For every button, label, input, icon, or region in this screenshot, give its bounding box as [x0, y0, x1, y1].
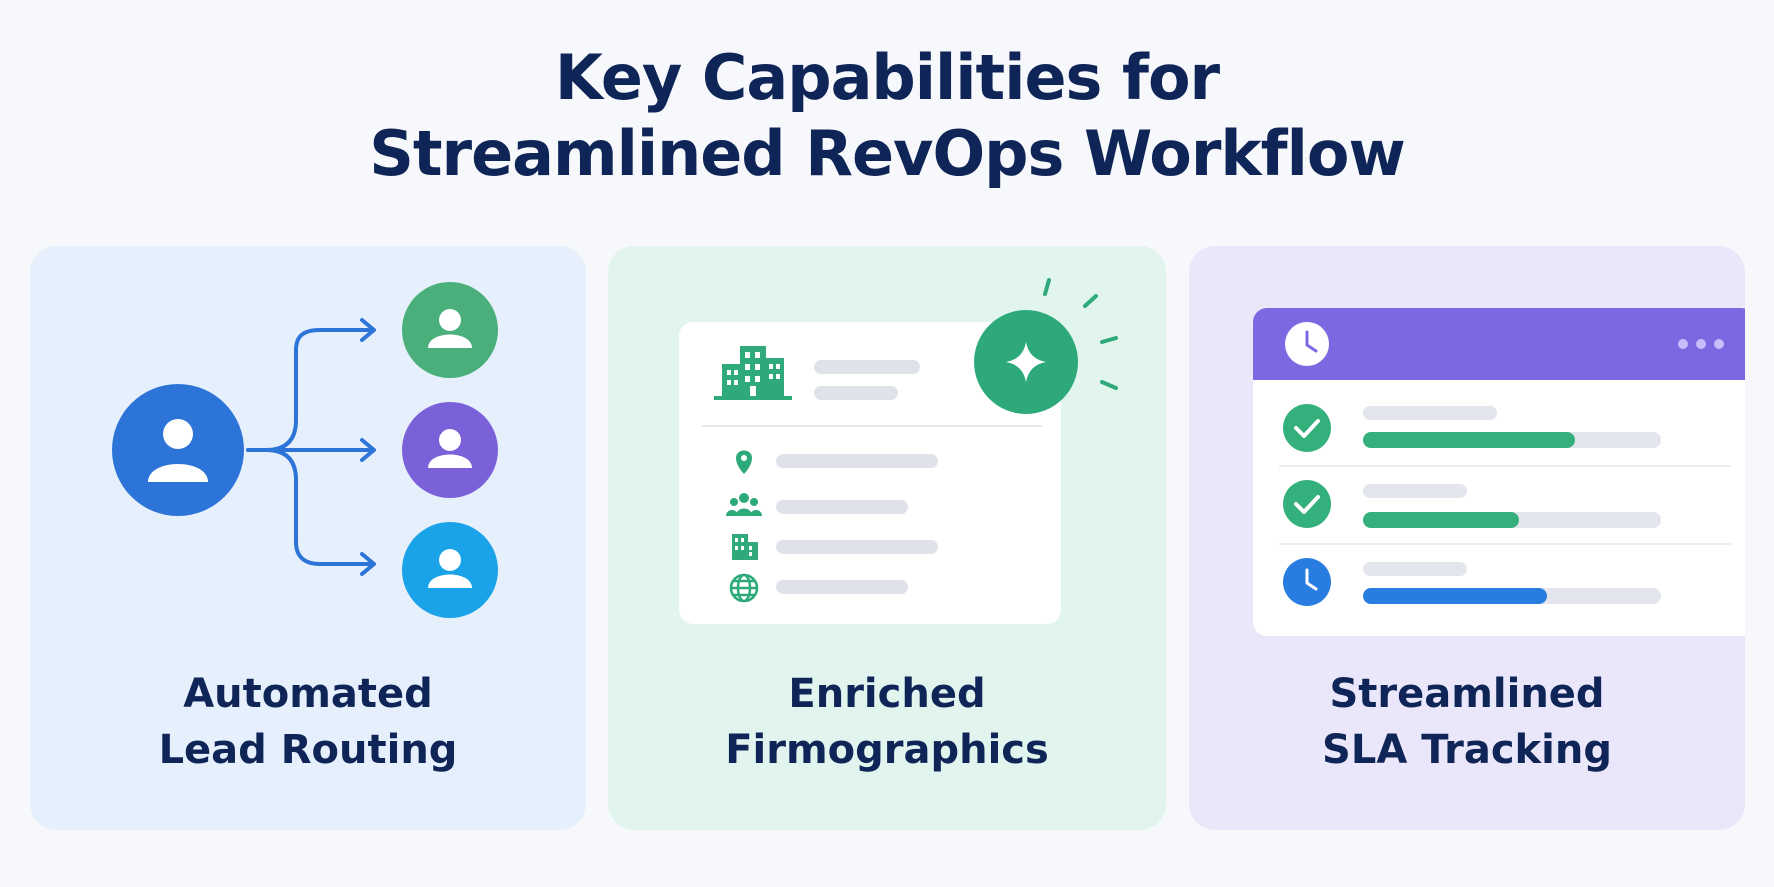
title-line-2: Streamlined RevOps Workflow — [369, 117, 1405, 190]
source-user-icon — [112, 384, 244, 516]
sla-progress-2 — [1363, 512, 1519, 528]
clock-icon — [1285, 322, 1329, 366]
more-dots-icon — [1678, 339, 1724, 349]
card-label: Enriched Firmographics — [608, 666, 1166, 778]
check-icon — [1283, 480, 1331, 528]
title-line-1: Key Capabilities for — [554, 41, 1220, 114]
arrow-icon — [264, 448, 374, 566]
card-lead-routing: Automated Lead Routing — [30, 246, 586, 830]
lead-routing-illustration — [112, 282, 498, 618]
globe-icon — [729, 573, 759, 603]
team-icon — [726, 493, 762, 516]
check-icon — [1283, 404, 1331, 452]
firmographics-illustration — [679, 278, 1118, 624]
target-user-3-icon — [402, 522, 498, 618]
card-label-line-1: Streamlined — [1329, 671, 1605, 717]
card-label-line-2: Firmographics — [725, 727, 1049, 773]
card-label: Automated Lead Routing — [30, 666, 586, 778]
sparkle-rays — [1043, 278, 1118, 390]
target-user-2-icon — [402, 402, 498, 498]
card-sla-tracking: Streamlined SLA Tracking — [1189, 246, 1745, 830]
sla-progress-1 — [1363, 432, 1575, 448]
clock-icon — [1283, 558, 1331, 606]
page-title: Key Capabilities for Streamlined RevOps … — [0, 40, 1774, 192]
sla-window-header — [1253, 308, 1745, 380]
card-label: Streamlined SLA Tracking — [1189, 666, 1745, 778]
arrow-icon — [246, 328, 374, 452]
card-label-line-1: Enriched — [788, 671, 986, 717]
location-pin-icon — [736, 450, 752, 474]
target-user-1-icon — [402, 282, 498, 378]
routing-arrows — [246, 318, 376, 576]
card-firmographics: Enriched Firmographics — [608, 246, 1166, 830]
building-icon — [714, 346, 792, 400]
sla-window — [1253, 308, 1745, 636]
card-label-line-2: SLA Tracking — [1322, 727, 1612, 773]
card-label-line-1: Automated — [183, 671, 433, 717]
sla-tracking-illustration — [1253, 308, 1745, 636]
office-icon — [732, 534, 758, 560]
card-label-line-2: Lead Routing — [158, 727, 458, 773]
sparkle-icon — [974, 310, 1078, 414]
sla-progress-3 — [1363, 588, 1547, 604]
